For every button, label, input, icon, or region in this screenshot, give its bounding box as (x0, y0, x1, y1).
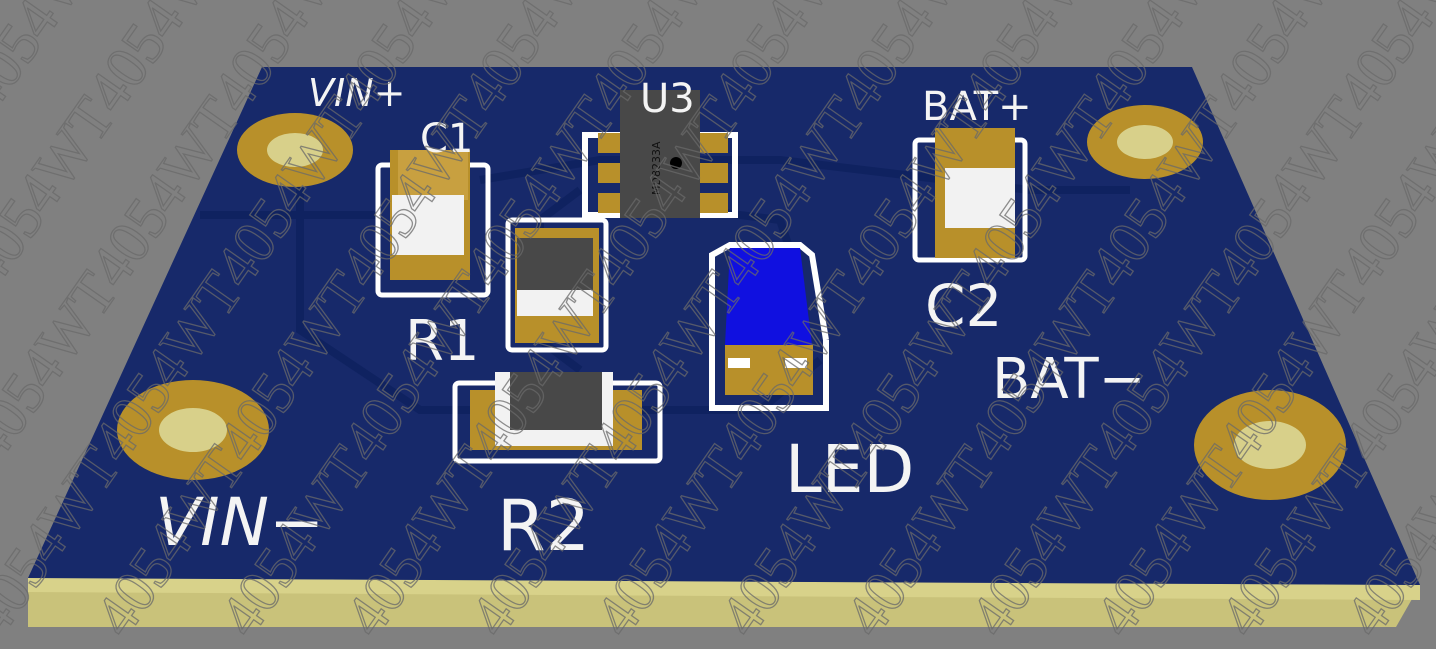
resistor-r2 (452, 372, 663, 464)
label-vin-plus: VIN+ (308, 71, 405, 115)
label-led: LED (785, 431, 914, 508)
bat-plus-pad (1087, 105, 1203, 179)
capacitor-c1 (375, 150, 491, 298)
vin-plus-pad (237, 113, 353, 187)
label-r2: R2 (497, 485, 590, 567)
led-component (709, 242, 829, 411)
label-c1: C1 (420, 116, 473, 162)
capacitor-c2 (912, 128, 1028, 263)
label-vin-minus: VIN− (155, 484, 324, 561)
label-r1: R1 (405, 309, 480, 374)
label-bat-minus: BAT− (992, 347, 1146, 412)
board-edge-highlight (28, 578, 1420, 600)
bat-minus-pad (1194, 390, 1346, 500)
label-u3: U3 (640, 76, 695, 122)
label-c2: C2 (925, 272, 1002, 340)
label-bat-plus: BAT+ (922, 84, 1032, 130)
chip-marking: MD8233A (650, 141, 663, 195)
resistor-r1 (505, 217, 609, 353)
ic-u3: MD8233A (582, 90, 738, 218)
vin-minus-pad (117, 380, 269, 480)
